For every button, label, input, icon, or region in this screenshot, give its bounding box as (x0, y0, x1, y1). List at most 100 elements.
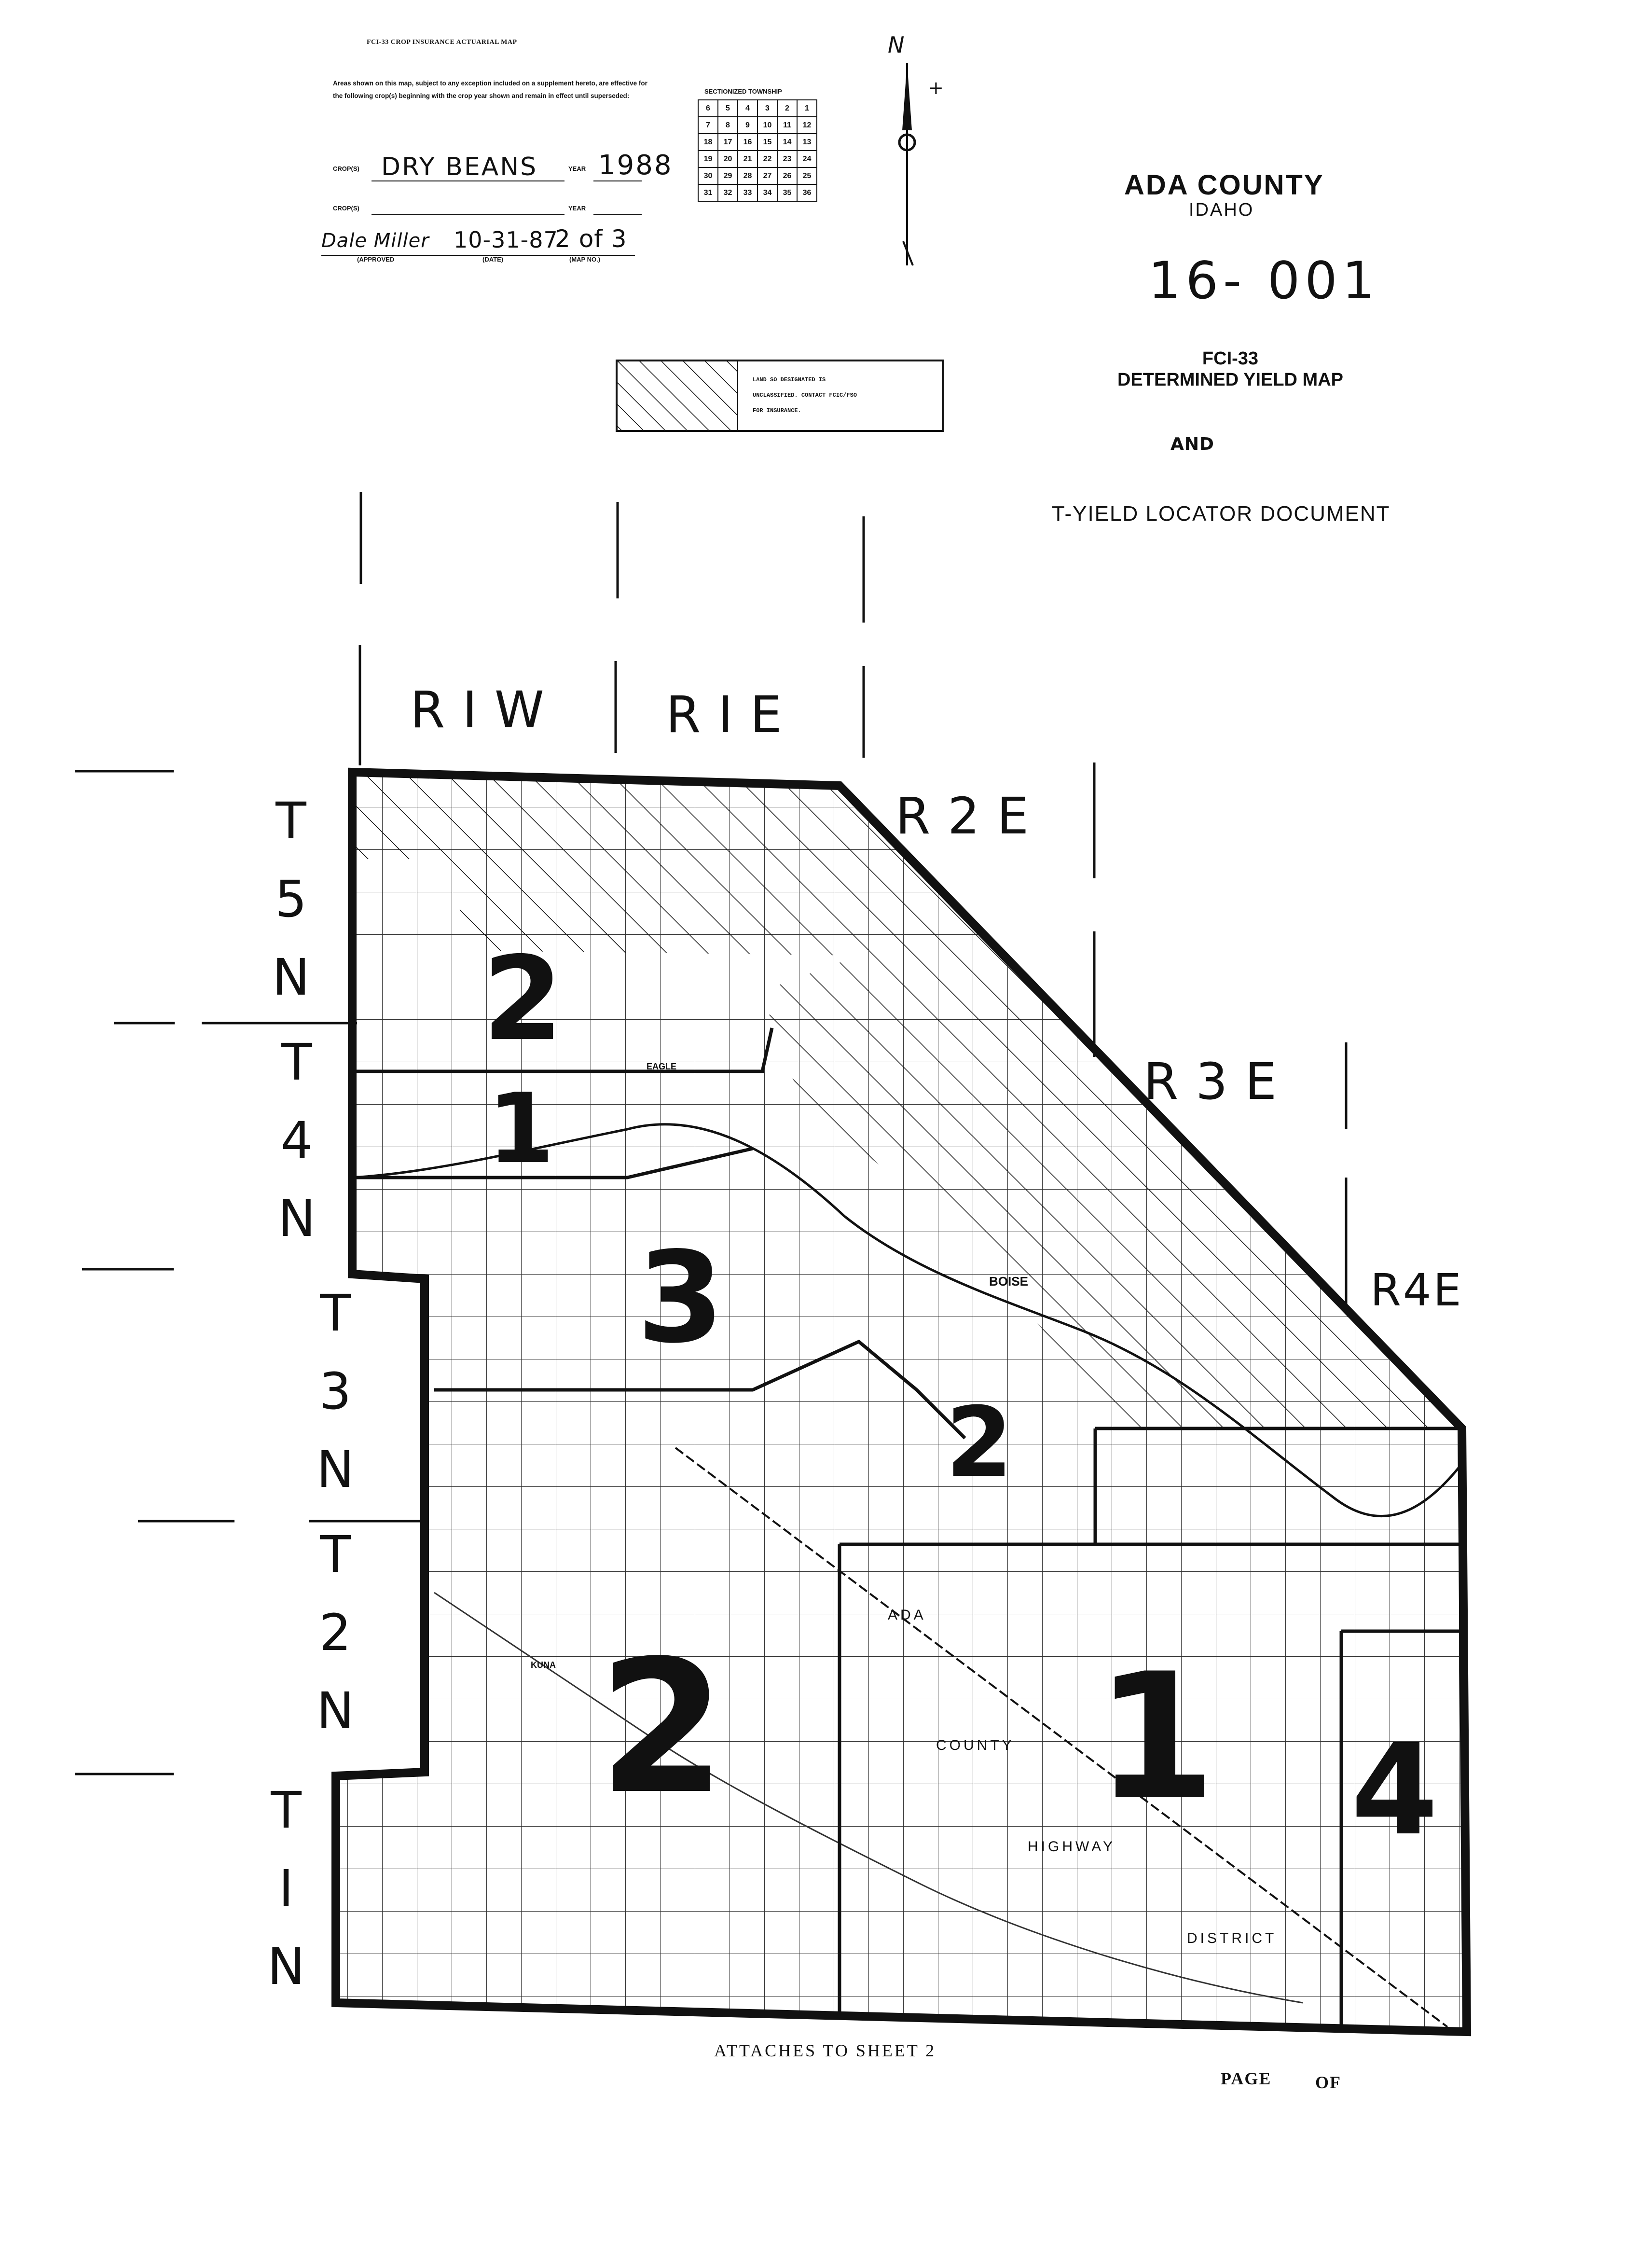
section-number: 29 (717, 167, 738, 185)
page-label: PAGE (1221, 2069, 1272, 2088)
section-number: 10 (757, 116, 778, 134)
approval-underline (321, 255, 635, 256)
section-number: 27 (757, 167, 778, 185)
section-number: 24 (797, 150, 817, 168)
map-type-line1: FCI-33 (1202, 348, 1259, 369)
section-number: 15 (757, 133, 778, 151)
section-number: 2 (777, 99, 798, 117)
section-number: 12 (797, 116, 817, 134)
range-label-r2e: R2E (895, 787, 1046, 846)
zone-boundary-7 (1339, 1629, 1467, 2032)
north-arrow (898, 63, 916, 266)
section-number: 31 (698, 184, 718, 202)
township-direction: N (272, 948, 310, 1007)
township-t: T (320, 1284, 351, 1343)
section-number: 36 (797, 184, 817, 202)
place-label-kuna: KUNA (531, 1660, 556, 1670)
section-number: 20 (717, 150, 738, 168)
zone-label: 2 (946, 1386, 1013, 1499)
highway (675, 1447, 1448, 2028)
section-number: 16 (737, 133, 758, 151)
date-label: (DATE) (482, 256, 504, 263)
zone-label: 2 (598, 1621, 726, 1834)
zone-boundary-1 (352, 1027, 774, 1073)
sectionized-title: SECTIONIZED TOWNSHIP (704, 88, 782, 95)
year2-underline (593, 214, 642, 215)
township-label-t4n: T 4 N (270, 1033, 323, 1248)
section-number: 21 (737, 150, 758, 168)
township-t: T (320, 1525, 351, 1584)
date-value: 10-31-87 (454, 227, 558, 253)
crop-underline (372, 180, 564, 181)
year2-label: YEAR (568, 205, 586, 212)
township-t: T (281, 1033, 312, 1092)
crop-label: CROP(S) (333, 165, 359, 172)
range-label-r3e: R3E (1143, 1052, 1294, 1111)
map-number: 16- 001 (1148, 251, 1380, 310)
section-number: 18 (698, 133, 718, 151)
locator-document: T-YIELD LOCATOR DOCUMENT (1052, 502, 1390, 526)
township-direction: N (317, 1681, 354, 1740)
section-number: 14 (777, 133, 798, 151)
section-number: 1 (797, 99, 817, 117)
mapno-value: 2 of 3 (555, 225, 627, 253)
north-arrow-icon (898, 63, 916, 266)
place-label-district: DISTRICT (1187, 1930, 1277, 1946)
place-label-highway: HIGHWAY (1028, 1839, 1115, 1855)
section-number: 33 (737, 184, 758, 202)
section-number: 13 (797, 133, 817, 151)
township-direction: N (278, 1189, 316, 1248)
section-number: 35 (777, 184, 798, 202)
township-t: T (271, 1781, 302, 1840)
township-t: T (275, 791, 306, 850)
zone-boundary-3 (434, 1339, 966, 1440)
legend-box: LAND SO DESIGNATED IS UNCLASSIFIED. CONT… (616, 360, 944, 432)
section-number: 23 (777, 150, 798, 168)
section-number: 28 (737, 167, 758, 185)
section-number: 4 (737, 99, 758, 117)
township-label-t2n: T 2 N (309, 1525, 362, 1740)
section-number: 32 (717, 184, 738, 202)
section-number: 22 (757, 150, 778, 168)
county-boundary (331, 767, 1472, 2037)
township-direction: N (267, 1937, 305, 1996)
year-value: 1988 (598, 150, 673, 181)
map-type-line2: DETERMINED YIELD MAP (1117, 370, 1343, 390)
boise-river (352, 1123, 1467, 1518)
year-label: YEAR (568, 165, 586, 172)
legend-line1: LAND SO DESIGNATED IS (753, 376, 826, 383)
range-label-r1e: RIE (666, 685, 799, 744)
township-number: I (278, 1859, 294, 1918)
township-direction: N (317, 1440, 354, 1499)
section-number: 11 (777, 116, 798, 134)
mapno-label: (MAP NO.) (569, 256, 601, 263)
township-label-t3n: T 3 N (309, 1284, 362, 1499)
place-label-boise: BOISE (989, 1274, 1028, 1289)
north-arrow-plus: + (928, 77, 945, 98)
section-number: 30 (698, 167, 718, 185)
place-label-eagle: EAGLE (647, 1062, 677, 1071)
crop-value: DRY BEANS (381, 153, 538, 181)
township-ticks (75, 770, 425, 1775)
zone-label: 3 (637, 1225, 724, 1371)
legend-line3: FOR INSURANCE. (753, 407, 801, 414)
attaches-to-sheet: ATTACHES TO SHEET 2 (714, 2041, 936, 2060)
section-number: 3 (757, 99, 778, 117)
effective-notice: Areas shown on this map, subject to any … (333, 80, 647, 99)
township-number: 2 (319, 1603, 352, 1662)
actuarial-map-title: FCI-33 CROP INSURANCE ACTUARIAL MAP (367, 39, 517, 46)
zone-label: 1 (1095, 1636, 1216, 1838)
range-label-r4e: R4E (1370, 1264, 1463, 1316)
section-number: 8 (717, 116, 738, 134)
unclassified-area-foothills (767, 786, 1462, 1428)
and-label: AND (1170, 434, 1214, 454)
zone-boundary-2 (352, 1147, 753, 1179)
north-arrow-label: N (888, 32, 906, 58)
